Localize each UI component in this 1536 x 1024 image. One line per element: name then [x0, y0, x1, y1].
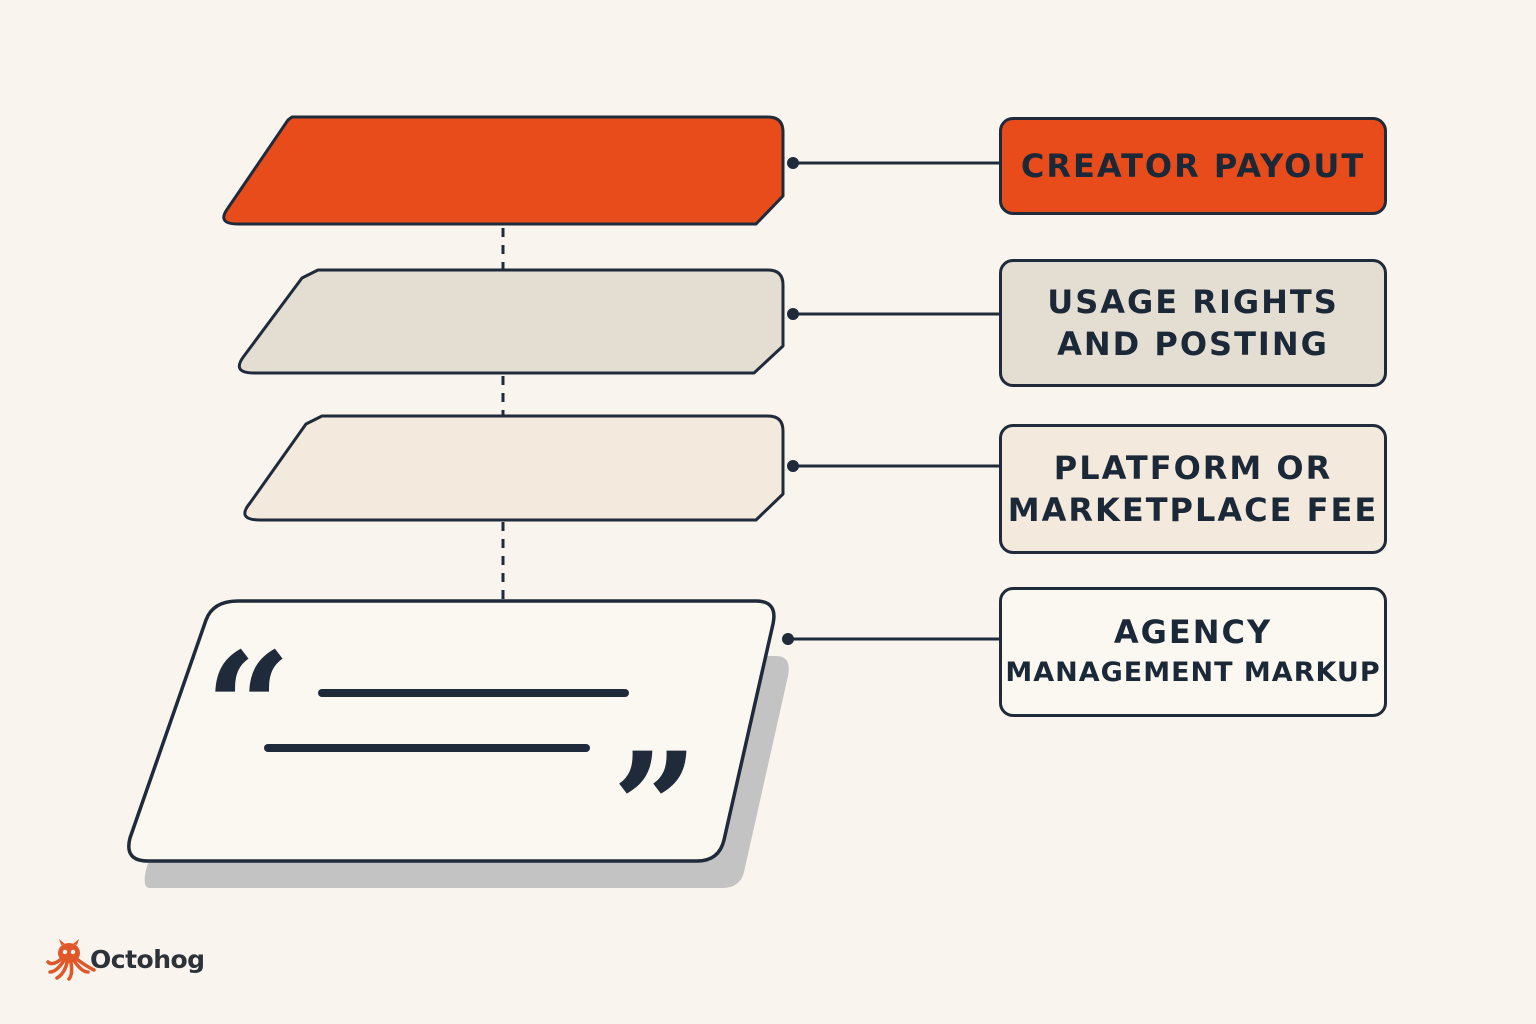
- label-creator-payout-text: Creator Payout: [1020, 146, 1366, 185]
- label-platform-fee: Platform or Marketplace Fee: [999, 424, 1387, 554]
- close-quote-mark: ”: [612, 720, 698, 896]
- connector-dot-usage: [787, 308, 799, 320]
- brand-logo-text: Octohog: [90, 944, 205, 974]
- label-agency-line-1: Agency: [1113, 612, 1273, 651]
- label-agency-markup-stack: Agency Management Markup: [1005, 612, 1380, 693]
- label-agency-markup: Agency Management Markup: [999, 587, 1387, 717]
- connector-dot-creator: [787, 157, 799, 169]
- label-connectors: [782, 157, 999, 645]
- octopus-icon: [46, 939, 96, 981]
- layer-creator-payout: [222, 115, 785, 226]
- quote-text-lines: [264, 689, 629, 752]
- quote-card: [127, 599, 776, 863]
- label-platform-fee-text: Platform or Marketplace Fee: [1007, 448, 1379, 529]
- layer-platform-fee: [243, 414, 785, 522]
- brand-logo: Octohog: [44, 936, 205, 982]
- connector-dot-agency: [782, 633, 794, 645]
- connector-dot-platform: [787, 460, 799, 472]
- label-creator-payout: Creator Payout: [999, 117, 1387, 215]
- label-usage-rights: Usage Rights and Posting: [999, 259, 1387, 387]
- label-agency-line-2: Management Markup: [1005, 657, 1381, 689]
- open-quote-mark: “: [205, 620, 291, 796]
- label-usage-rights-text: Usage Rights and Posting: [1047, 282, 1339, 363]
- layer-usage-rights: [237, 268, 785, 375]
